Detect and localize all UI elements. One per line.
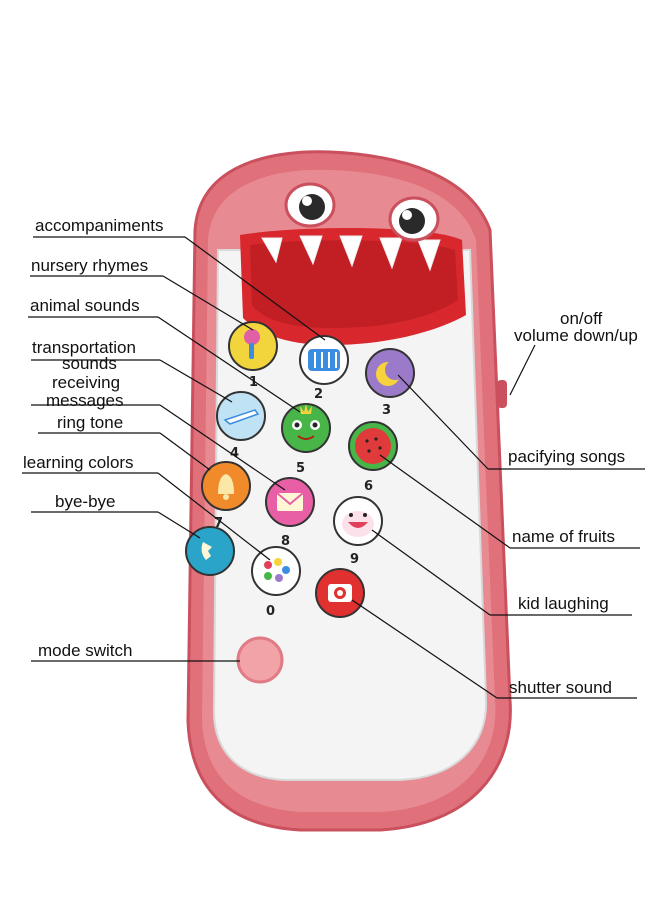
callout-lines xyxy=(22,236,645,699)
label-sounds: sounds xyxy=(62,354,117,373)
eye-left-icon xyxy=(284,182,336,228)
label-shutter-sound: shutter sound xyxy=(509,678,613,697)
key-6-number: 6 xyxy=(364,479,373,494)
key-bye-button[interactable] xyxy=(185,526,235,576)
label-ring-tone: ring tone xyxy=(57,413,124,432)
label-name-of-fruits: name of fruits xyxy=(512,527,615,546)
key-4-number: 4 xyxy=(230,446,239,461)
key-8-number: 8 xyxy=(281,534,290,549)
key-1-button[interactable] xyxy=(228,321,278,371)
label-messages: messages xyxy=(46,391,124,410)
key-0-number: 0 xyxy=(266,604,275,619)
label-mode-switch: mode switch xyxy=(38,641,133,660)
label-transportation: transportation xyxy=(32,338,136,357)
label-nursery-rhymes: nursery rhymes xyxy=(31,256,149,275)
key-9-number: 9 xyxy=(350,552,359,567)
label-pacifying-songs: pacifying songs xyxy=(508,447,626,466)
label-volume: volume down/up xyxy=(514,326,638,345)
key-2-button[interactable] xyxy=(299,335,349,385)
key-2-number: 2 xyxy=(314,387,323,402)
camera-button[interactable] xyxy=(315,568,365,618)
key-3-button[interactable] xyxy=(365,348,415,398)
key-3-number: 3 xyxy=(382,403,391,418)
label-bye-bye: bye-bye xyxy=(55,492,116,511)
key-7-button[interactable] xyxy=(201,461,251,511)
mode-switch-button[interactable] xyxy=(236,636,284,684)
label-on-off: on/off xyxy=(560,309,603,328)
key-4-button[interactable] xyxy=(216,391,266,441)
key-9-button[interactable] xyxy=(333,496,383,546)
label-kid-laughing: kid laughing xyxy=(518,594,609,613)
label-learning-colors: learning colors xyxy=(23,453,134,472)
key-5-button[interactable] xyxy=(281,403,331,453)
label-receiving: receiving xyxy=(52,373,121,392)
key-6-button[interactable] xyxy=(348,421,398,471)
eye-right-icon xyxy=(388,196,440,242)
label-accompaniments: accompaniments xyxy=(35,216,164,235)
key-7-number: 7 xyxy=(214,516,223,531)
label-animal-sounds: animal sounds xyxy=(30,296,140,315)
key-8-button[interactable] xyxy=(265,477,315,527)
key-5-number: 5 xyxy=(296,461,305,476)
key-0-button[interactable] xyxy=(251,546,301,596)
key-1-number: 1 xyxy=(249,375,258,390)
